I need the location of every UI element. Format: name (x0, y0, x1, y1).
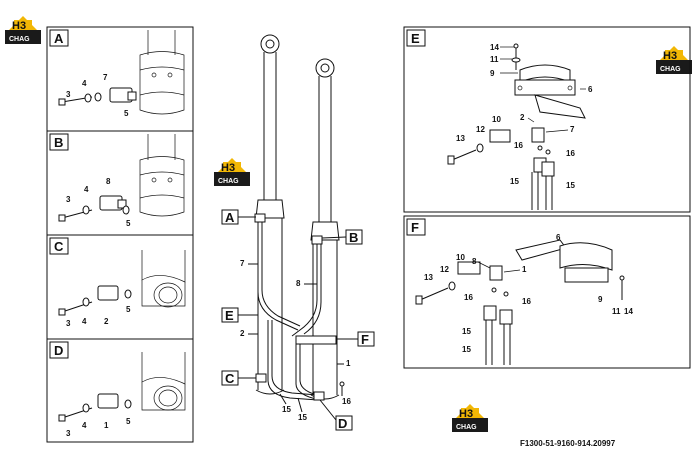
main-assembly: A B E F C D 7 8 2 1 15 15 16 (221, 34, 375, 431)
svg-text:16: 16 (522, 297, 531, 306)
svg-text:4: 4 (84, 185, 89, 194)
svg-text:12: 12 (476, 125, 485, 134)
panel-c-letter: C (54, 239, 64, 254)
logo-mid: H3 CHAG (214, 158, 250, 186)
svg-text:8: 8 (106, 177, 111, 186)
drawing-code: F1300-51-9160-914.20997 (520, 439, 616, 448)
panel-e-letter: E (411, 31, 420, 46)
svg-text:15: 15 (462, 345, 471, 354)
svg-text:2: 2 (104, 317, 109, 326)
svg-text:1: 1 (522, 265, 527, 274)
svg-text:7: 7 (570, 125, 575, 134)
svg-text:2: 2 (520, 113, 525, 122)
svg-text:14: 14 (624, 307, 633, 316)
callout-e: E (225, 308, 234, 323)
panel-a-letter: A (54, 31, 64, 46)
svg-text:15: 15 (462, 327, 471, 336)
svg-text:3: 3 (66, 319, 71, 328)
svg-text:16: 16 (464, 293, 473, 302)
svg-text:8: 8 (472, 257, 477, 266)
svg-text:11: 11 (612, 307, 621, 316)
svg-text:14: 14 (490, 43, 499, 52)
svg-text:5: 5 (126, 417, 131, 426)
svg-text:12: 12 (440, 265, 449, 274)
callout-d: D (338, 416, 347, 431)
callout-f: F (361, 332, 369, 347)
svg-text:16: 16 (514, 141, 523, 150)
svg-text:15: 15 (282, 405, 291, 414)
svg-text:4: 4 (82, 317, 87, 326)
detail-e: E 14 11 9 6 2 7 10 (403, 26, 691, 213)
logo-top-right: H3 CHAG (656, 46, 692, 74)
svg-text:5: 5 (124, 109, 129, 118)
svg-text:1: 1 (104, 421, 109, 430)
svg-text:16: 16 (342, 397, 351, 406)
detail-f: F 6 8 10 12 1 13 16 16 9 11 14 15 (403, 215, 691, 369)
svg-text:2: 2 (240, 329, 245, 338)
svg-text:3: 3 (66, 195, 71, 204)
callout-c: C (225, 371, 235, 386)
svg-text:13: 13 (424, 273, 433, 282)
svg-text:H3: H3 (221, 162, 235, 174)
logo-top-left: H3 CHAG (5, 16, 41, 44)
svg-text:CHAG: CHAG (660, 66, 681, 73)
svg-text:10: 10 (456, 253, 465, 262)
panel-d: D 3 4 1 5 (49, 341, 186, 438)
svg-text:9: 9 (490, 69, 495, 78)
panel-c: C 3 4 2 5 (49, 237, 186, 328)
callout-b: B (349, 230, 358, 245)
svg-text:3: 3 (66, 429, 71, 438)
svg-text:11: 11 (490, 55, 499, 64)
svg-text:15: 15 (298, 413, 307, 422)
panel-f-letter: F (411, 220, 419, 235)
svg-text:H3: H3 (663, 50, 677, 62)
svg-text:6: 6 (588, 85, 593, 94)
svg-text:8: 8 (296, 279, 301, 288)
panel-b: B 3 4 8 5 (49, 133, 185, 228)
svg-text:16: 16 (566, 149, 575, 158)
svg-text:CHAG: CHAG (456, 424, 477, 431)
svg-text:9: 9 (598, 295, 603, 304)
svg-text:3: 3 (66, 90, 71, 99)
svg-text:5: 5 (126, 305, 131, 314)
svg-text:1: 1 (346, 359, 351, 368)
logo-mark: H3 (12, 20, 26, 32)
svg-text:5: 5 (126, 219, 131, 228)
callout-a: A (225, 210, 235, 225)
panel-d-letter: D (54, 343, 63, 358)
logo-text: CHAG (9, 36, 30, 43)
svg-text:H3: H3 (459, 408, 473, 420)
svg-text:15: 15 (510, 177, 519, 186)
svg-text:6: 6 (556, 233, 561, 242)
panel-a: A 3 4 7 5 (49, 29, 185, 118)
svg-text:4: 4 (82, 79, 87, 88)
svg-text:7: 7 (240, 259, 245, 268)
panel-b-letter: B (54, 135, 63, 150)
svg-text:13: 13 (456, 134, 465, 143)
svg-text:15: 15 (566, 181, 575, 190)
svg-text:CHAG: CHAG (218, 178, 239, 185)
svg-text:4: 4 (82, 421, 87, 430)
svg-text:10: 10 (492, 115, 501, 124)
svg-text:7: 7 (103, 73, 108, 82)
logo-bottom: H3 CHAG (452, 404, 488, 432)
